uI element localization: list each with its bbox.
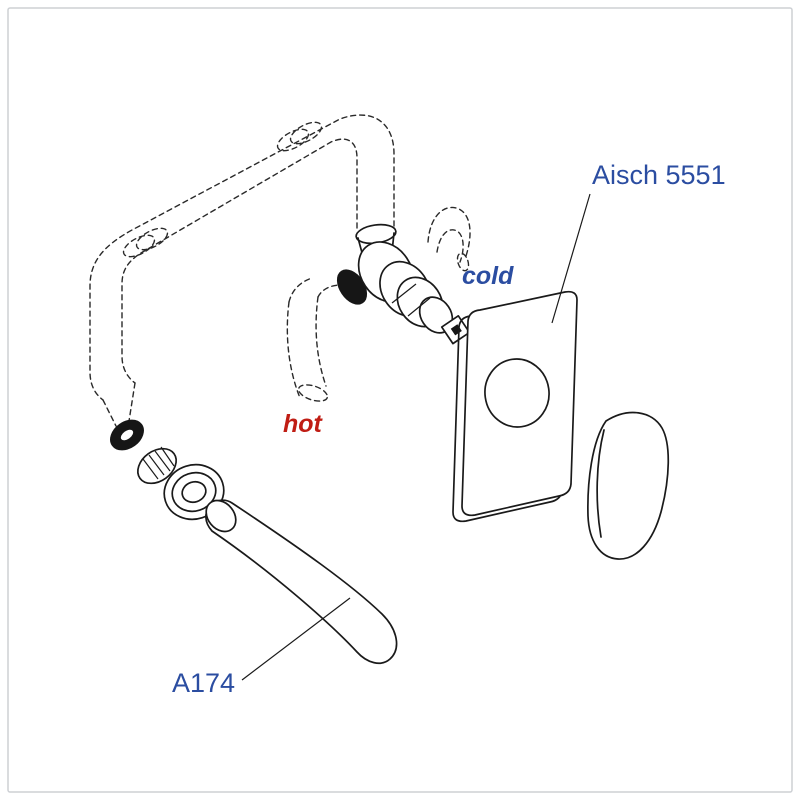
wall-plate xyxy=(452,290,578,523)
valve-stem xyxy=(440,314,471,345)
pipe-coupling-ring xyxy=(122,234,156,258)
mixer-valve-cartridge xyxy=(336,223,471,345)
threaded-connector xyxy=(137,446,177,485)
pipe-coupling-ring xyxy=(289,121,323,145)
pipe-coupling-ring xyxy=(276,128,310,152)
pipe-coupling-ring xyxy=(135,227,169,251)
leader-line-spout xyxy=(241,597,351,681)
o-ring xyxy=(110,419,144,451)
concealed-pipe xyxy=(89,114,395,427)
cold-label: cold xyxy=(462,262,514,290)
leader-line-model xyxy=(551,193,591,324)
spout-label: A174 xyxy=(172,668,235,698)
model-label: Aisch 5551 xyxy=(592,160,726,190)
hot-label: hot xyxy=(283,410,324,438)
lever-handle xyxy=(587,411,670,560)
page-border xyxy=(7,7,793,793)
spout xyxy=(205,499,398,665)
hot-inlet-dashed-pipe xyxy=(286,277,342,402)
spout-mount-end xyxy=(205,499,237,533)
cold-inlet-dashed-pipe xyxy=(427,206,471,272)
plate-hole xyxy=(484,358,550,428)
